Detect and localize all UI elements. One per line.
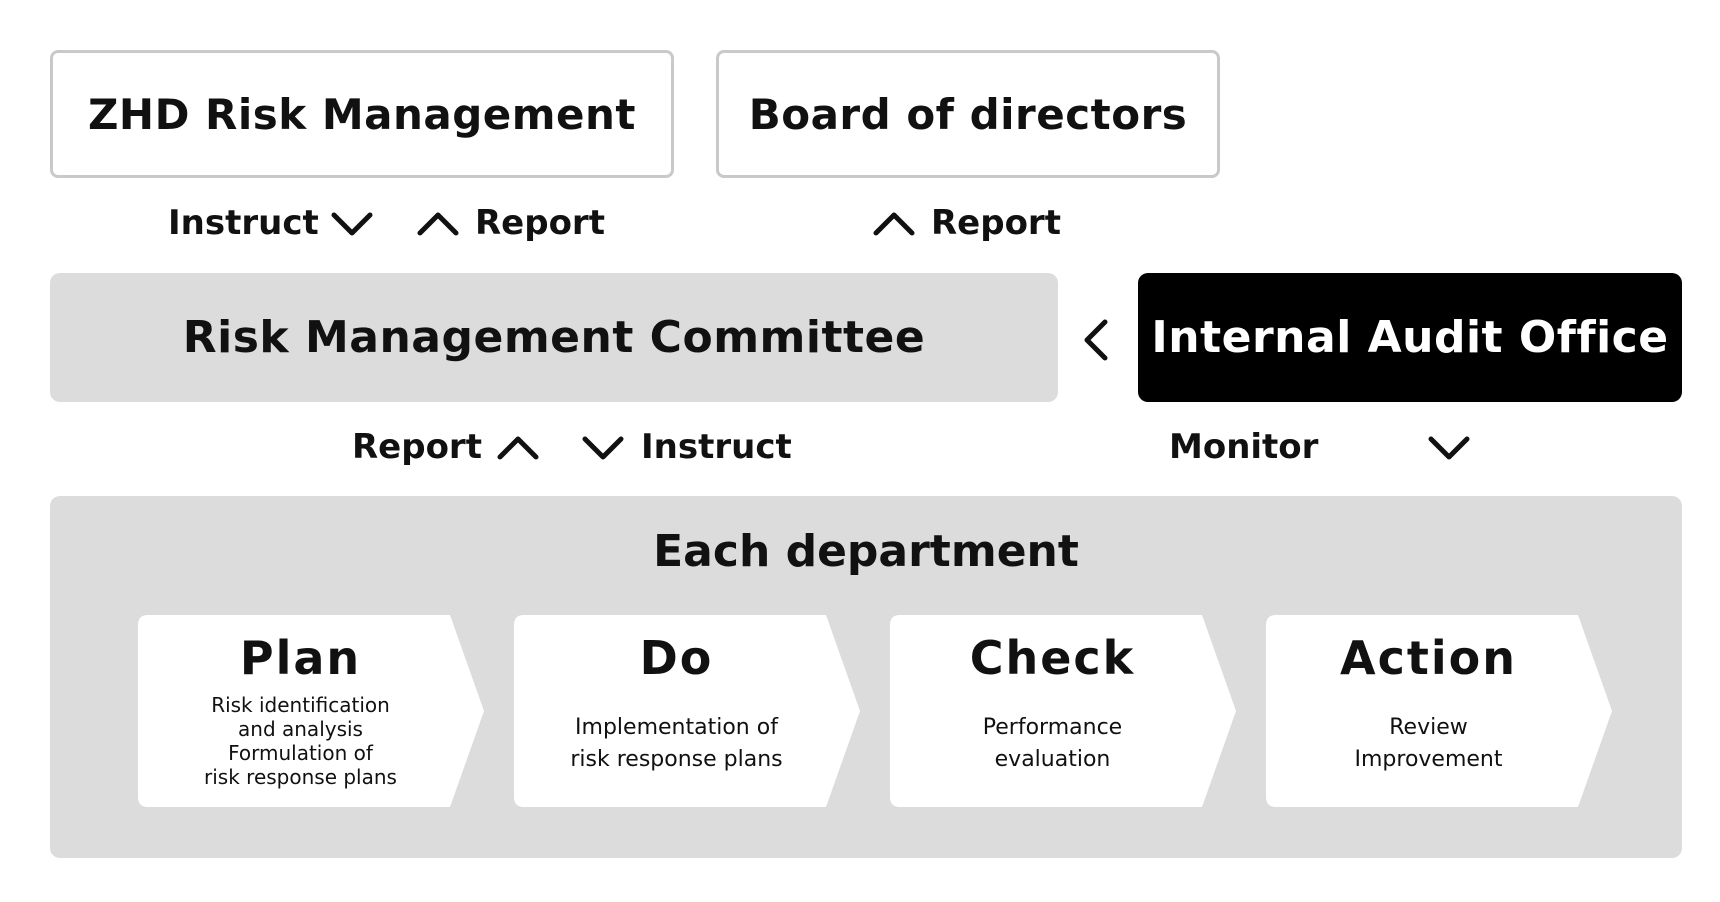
report-label-top-right: Report bbox=[931, 203, 1061, 243]
pdca-step-action: Action Review Improvement bbox=[1266, 615, 1612, 807]
board-of-directors-box: Board of directors bbox=[716, 50, 1220, 178]
chevron-down-icon bbox=[331, 212, 373, 236]
each-department-title: Each department bbox=[653, 526, 1079, 577]
step-title-do: Do bbox=[639, 631, 714, 685]
pdca-step-check: Check Performance evaluation bbox=[890, 615, 1236, 807]
step-arrow-shape bbox=[138, 615, 484, 807]
step-description-line: and analysis bbox=[238, 717, 363, 741]
risk-management-committee-box: Risk Management Committee bbox=[50, 273, 1058, 402]
chevron-up-icon bbox=[497, 436, 539, 460]
risk-management-committee-label: Risk Management Committee bbox=[182, 312, 926, 363]
step-description-plan: Risk identification and analysis Formula… bbox=[138, 693, 463, 789]
monitor-label: Monitor bbox=[1169, 427, 1319, 467]
chevron-down-icon bbox=[1428, 436, 1470, 460]
step-description-line: Improvement bbox=[1354, 747, 1503, 772]
pdca-step-plan: Plan Risk identification and analysis Fo… bbox=[138, 615, 484, 807]
internal-audit-office-label: Internal Audit Office bbox=[1151, 312, 1669, 363]
step-description-action: Review Improvement bbox=[1266, 712, 1591, 776]
report-label-bottom: Report bbox=[352, 427, 482, 467]
chevron-up-icon bbox=[417, 212, 459, 236]
chevron-down-icon bbox=[582, 436, 624, 460]
internal-audit-office-box: Internal Audit Office bbox=[1138, 273, 1682, 402]
step-description-do: Implementation of risk response plans bbox=[514, 712, 839, 776]
step-title-plan: Plan bbox=[239, 631, 362, 685]
zhd-risk-management-label: ZHD Risk Management bbox=[87, 89, 637, 139]
chevron-left-icon bbox=[1084, 319, 1108, 361]
step-title-action: Action bbox=[1340, 631, 1517, 685]
step-description-line: risk response plans bbox=[204, 765, 397, 789]
step-arrow-shape bbox=[890, 615, 1236, 807]
zhd-risk-management-box: ZHD Risk Management bbox=[50, 50, 674, 178]
chevron-up-icon bbox=[873, 212, 915, 236]
step-description-line: Implementation of bbox=[575, 715, 778, 740]
step-description-line: risk response plans bbox=[570, 747, 783, 772]
step-arrow-shape bbox=[1266, 615, 1612, 807]
step-description-check: Performance evaluation bbox=[890, 712, 1215, 776]
instruct-label-bottom: Instruct bbox=[641, 427, 792, 467]
step-arrow-shape bbox=[514, 615, 860, 807]
step-title-check: Check bbox=[969, 631, 1136, 685]
report-label-top-left: Report bbox=[475, 203, 605, 243]
each-department-panel: Each department Plan Risk identification… bbox=[50, 496, 1682, 858]
instruct-label-top: Instruct bbox=[168, 203, 319, 243]
board-of-directors-label: Board of directors bbox=[748, 89, 1188, 139]
step-description-line: evaluation bbox=[994, 747, 1111, 772]
step-description-line: Performance bbox=[982, 715, 1123, 740]
step-description-line: Formulation of bbox=[228, 741, 373, 765]
step-description-line: Risk identification bbox=[211, 693, 390, 717]
step-description-line: Review bbox=[1389, 715, 1468, 740]
pdca-step-do: Do Implementation of risk response plans bbox=[514, 615, 860, 807]
